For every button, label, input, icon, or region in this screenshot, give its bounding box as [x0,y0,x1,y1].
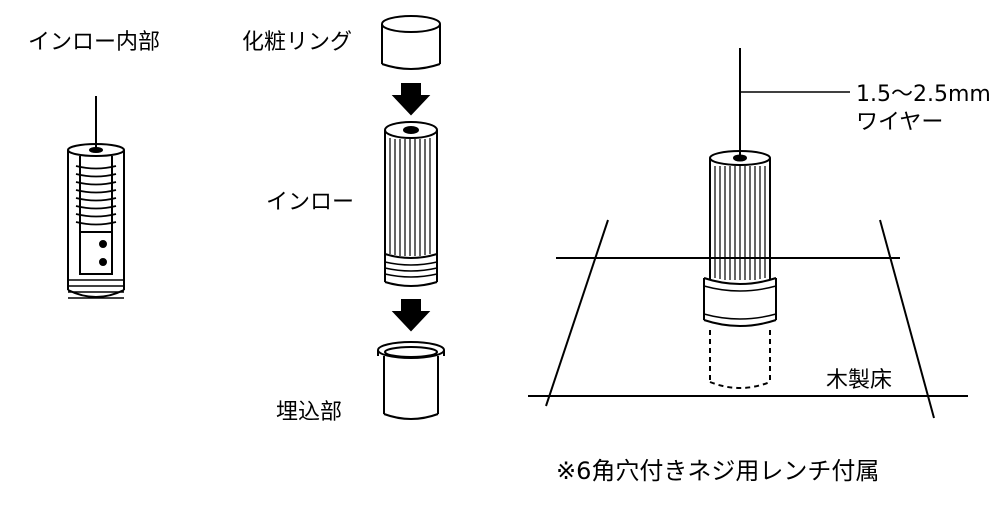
hidden-embedded-part [709,330,771,389]
bottom-threads [68,279,124,299]
floor-left-edge [545,219,609,407]
set-screw-block [79,231,113,275]
inro-figure [384,121,438,287]
inro-threads [384,261,438,278]
wire-hole [89,147,103,153]
label-footnote: ※6角穴付きネジ用レンチ付属 [556,457,880,485]
cylinder-bottom [67,289,125,298]
screw-hole-2 [99,258,107,266]
screw-hole-1 [99,240,107,248]
cosmetic-ring-figure [381,15,441,70]
floor-right-edge [879,219,935,419]
internal-spring [75,165,117,226]
label-embedded-part: 埋込部 [276,400,343,425]
label-wire: ワイヤー [856,110,944,135]
embedded-part-figure [377,341,445,420]
label-inro-internal: インロー内部 [28,30,161,55]
label-wood-floor: 木製床 [826,368,893,393]
fluting [389,138,431,256]
cylinder-top [67,143,125,157]
label-wire-size: 1.5〜2.5mm [856,82,991,107]
installation-figure [528,48,968,419]
arrow-down-1 [391,83,431,116]
inro-internal-figure [67,96,125,299]
arrow-down-2 [391,299,431,332]
label-inro: インロー [266,190,355,215]
installed-fluting [714,166,766,280]
label-cosmetic-ring: 化粧リング [242,30,353,55]
